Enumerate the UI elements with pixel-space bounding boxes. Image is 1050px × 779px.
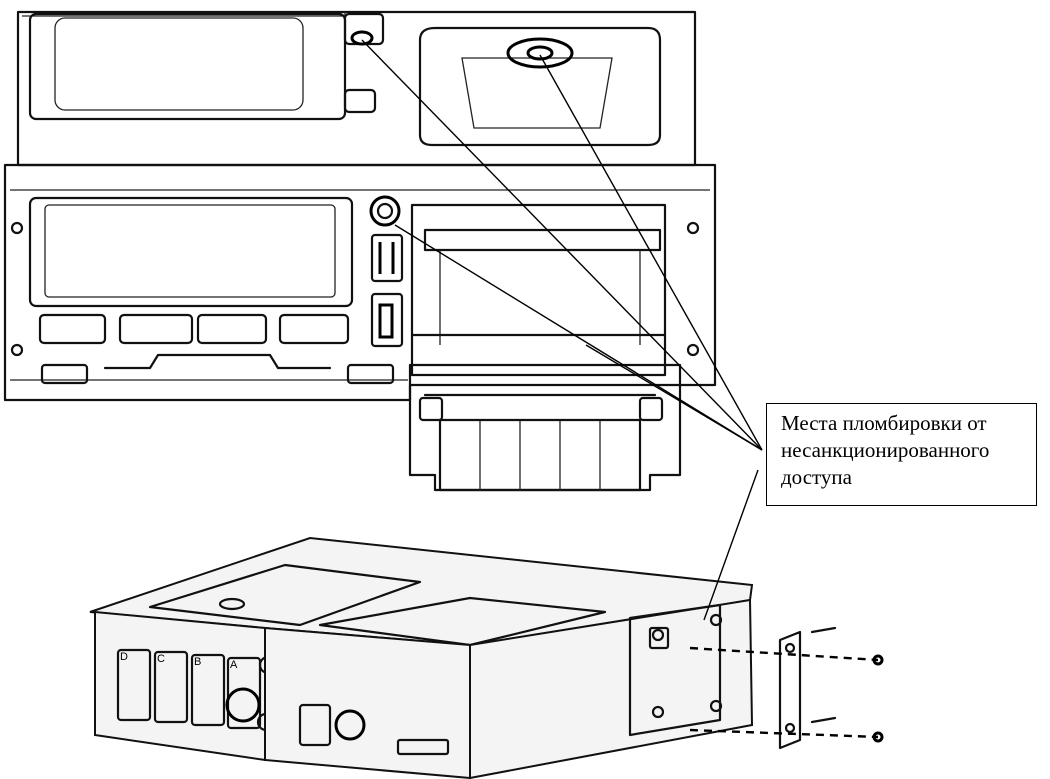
seal-point-rear	[648, 626, 670, 650]
mounting-bracket	[689, 626, 884, 750]
front-buttons	[38, 313, 395, 385]
tachograph-front-view	[3, 10, 717, 492]
sealing-points-callout: Места пломбировки от несанкционированног…	[766, 403, 1037, 506]
connector-label-a: A	[230, 659, 238, 671]
seal-screw-top	[506, 37, 574, 69]
tachograph-rear-view: D C B A	[89, 536, 884, 779]
display-window	[28, 196, 354, 308]
seal-tab-upper	[343, 12, 385, 114]
printer-compartment	[408, 203, 682, 492]
callout-line-3: доступа	[781, 465, 852, 489]
connector-label-b: B	[194, 656, 201, 668]
seal-screw-front	[369, 195, 401, 227]
connector-label-d: D	[120, 651, 128, 663]
callout-leaders	[361, 39, 763, 621]
callout-line-2: несанкционированного	[781, 438, 990, 462]
usb-ports	[370, 233, 404, 348]
connector-label-c: C	[157, 653, 165, 665]
callout-line-1: Места пломбировки от	[781, 411, 987, 435]
